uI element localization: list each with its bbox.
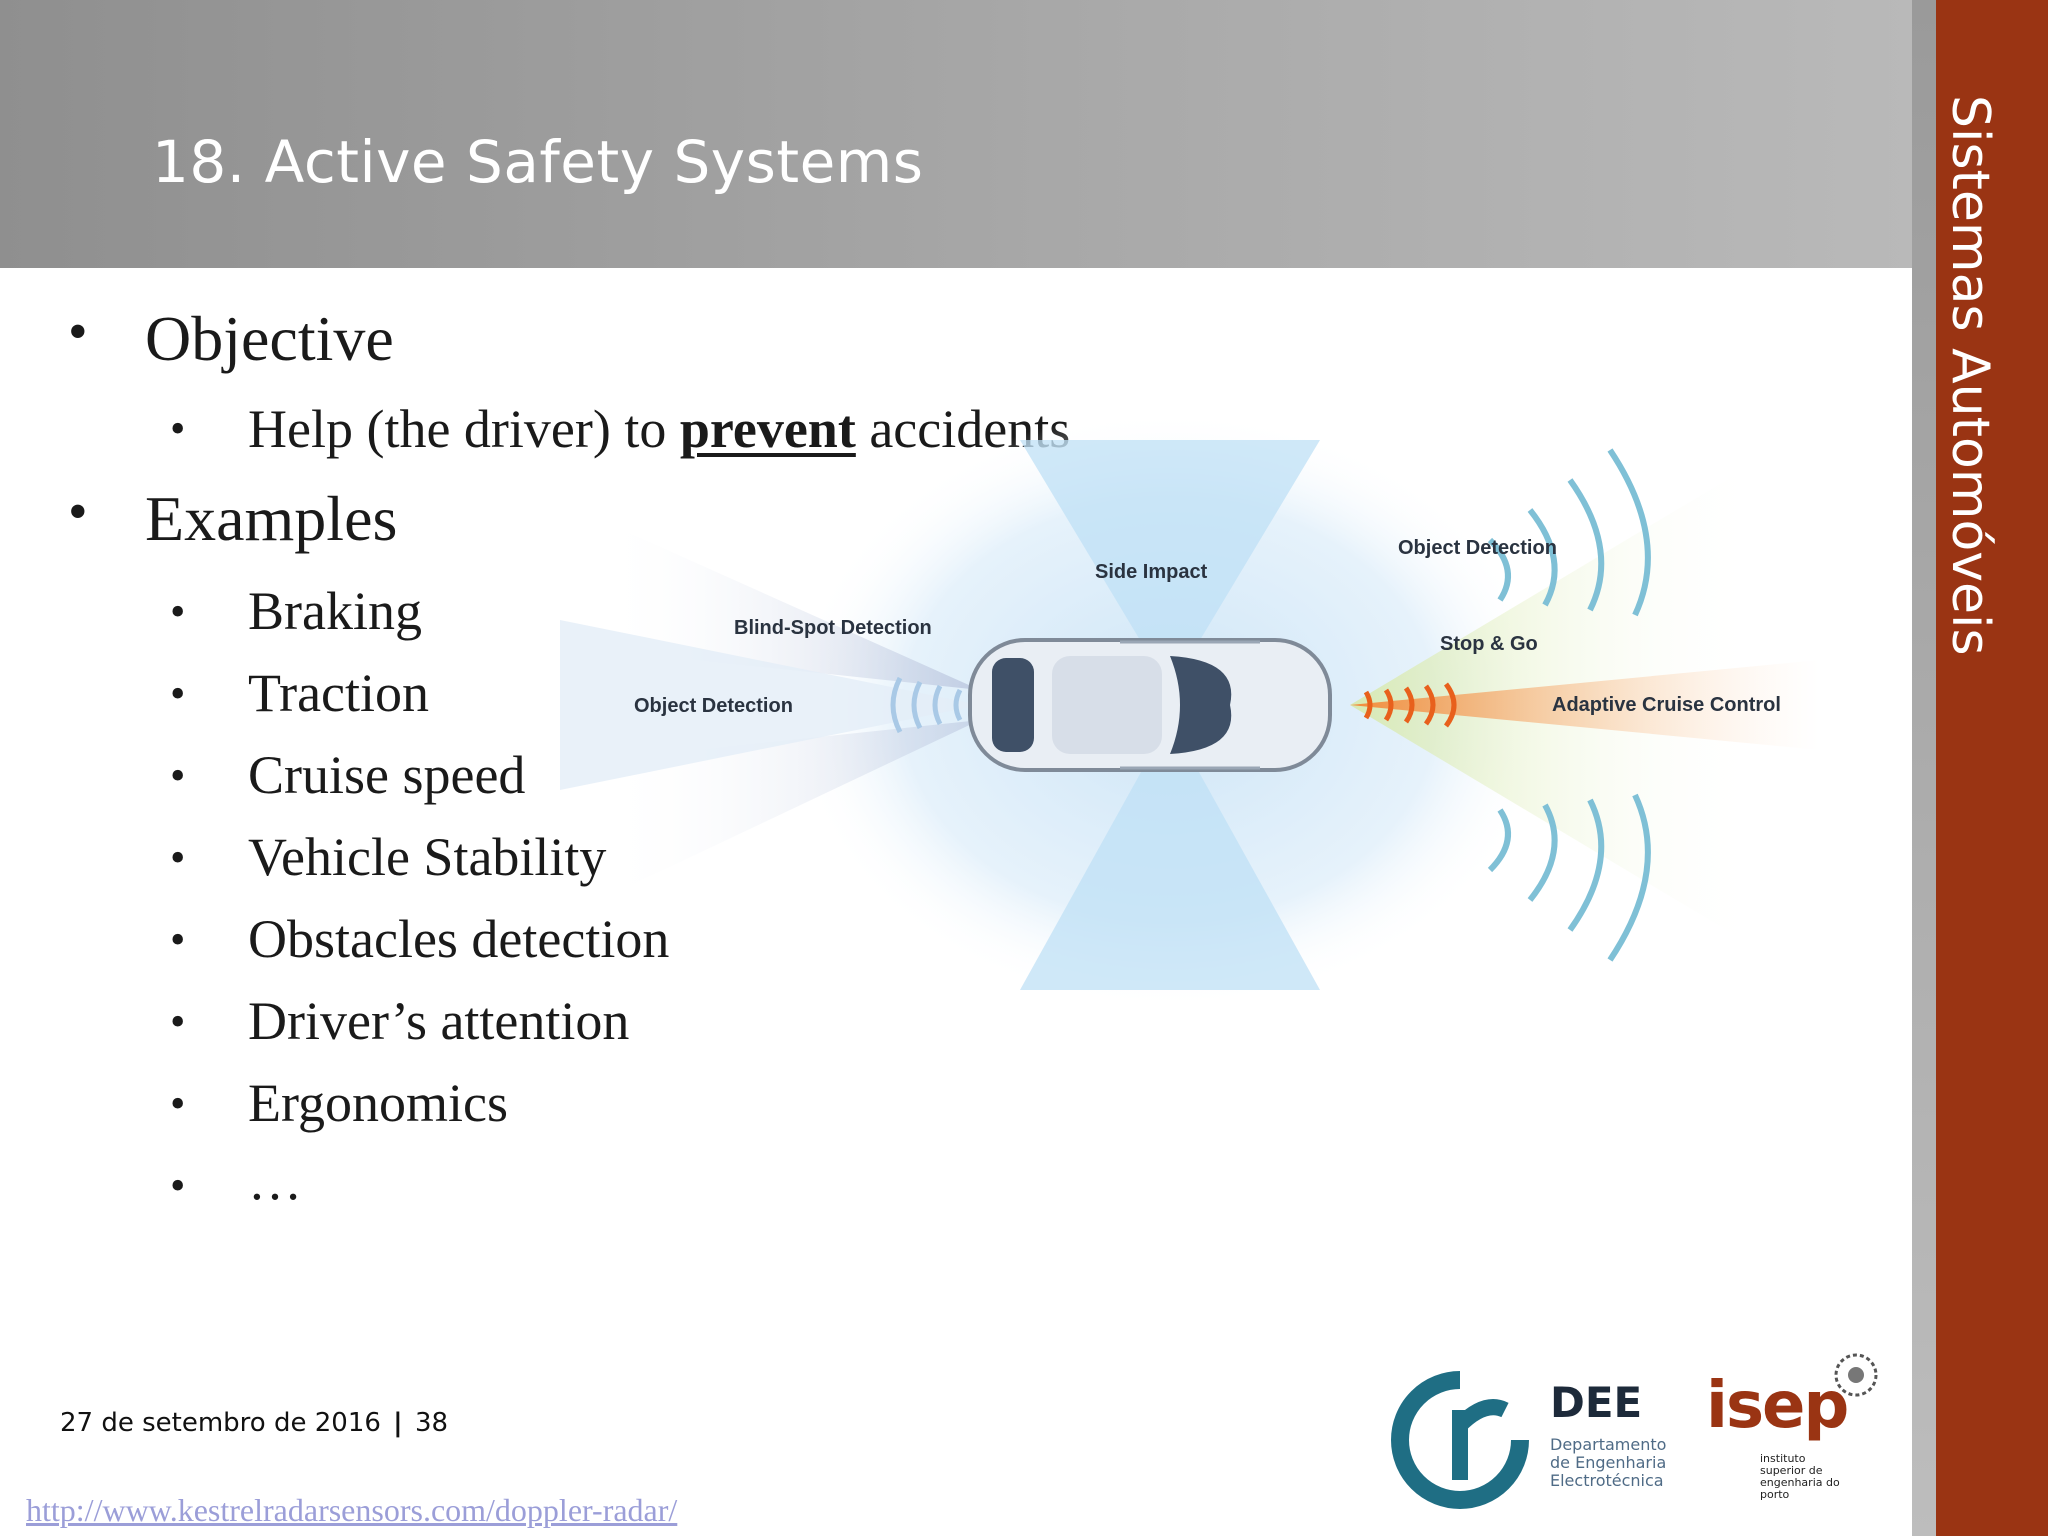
front-radar-wave [1567, 798, 1605, 932]
bullet-objective-detail: Help (the driver) to prevent accidents [248, 398, 1070, 460]
bullet-glyph: • [68, 301, 88, 363]
sensor-coverage-diagram: Side Impact Blind-Spot Detection Object … [560, 420, 1820, 1010]
acc-wave [1403, 686, 1415, 724]
example-item: … [248, 1151, 302, 1211]
rear-wave [932, 684, 943, 726]
rear-wave [911, 680, 923, 730]
isep-logo-subtitle: instituto superior de engenharia do port… [1760, 1453, 1850, 1501]
car-top-view [968, 638, 1332, 772]
label-blind-spot: Blind-Spot Detection [734, 617, 932, 639]
example-item: Traction [248, 663, 430, 723]
acc-wave [1423, 684, 1436, 726]
vertical-course-title: Sistemas Automóveis [1940, 95, 2000, 656]
front-radar-wave [1527, 803, 1558, 902]
rear-wave [890, 676, 903, 734]
bullet-glyph: • [170, 915, 186, 964]
bullet-glyph: • [170, 1079, 186, 1128]
side-divider [1912, 0, 1936, 1536]
front-radar-wave [1607, 448, 1651, 617]
bullet-glyph: • [170, 404, 186, 453]
isep-logo-name: isep [1706, 1369, 1849, 1443]
slide-title: 18. Active Safety Systems [152, 128, 924, 196]
rear-wave [953, 688, 963, 722]
page-number: 38 [414, 1408, 449, 1438]
isep-emblem-icon [1834, 1353, 1878, 1397]
isep-subtitle-line: porto [1760, 1488, 1790, 1501]
example-item: Cruise speed [248, 745, 526, 805]
objective-emphasis: prevent [679, 399, 856, 459]
blind-spot-zone-bottom [600, 720, 980, 900]
example-item: Braking [248, 581, 422, 641]
label-front-object-detection: Object Detection [1398, 537, 1557, 559]
slide-header: 18. Active Safety Systems [0, 0, 1912, 268]
acc-zone [1350, 660, 1820, 750]
example-item: Ergonomics [248, 1073, 508, 1133]
rear-detection-zone [560, 620, 980, 790]
front-radar-wave [1567, 478, 1605, 612]
dee-logo-name: DEE [1550, 1378, 1643, 1427]
front-radar-wave [1487, 808, 1511, 873]
bullet-glyph: • [170, 833, 186, 882]
dee-subtitle-line: Electrotécnica [1550, 1471, 1664, 1490]
bullet-glyph: • [170, 997, 186, 1046]
front-radar-wave [1607, 793, 1651, 962]
front-radar-wave [1487, 537, 1511, 602]
bullet-glyph: • [170, 669, 186, 718]
dee-subtitle-line: Departamento [1550, 1435, 1667, 1454]
example-item: Driver’s attention [248, 991, 630, 1051]
label-stop-go: Stop & Go [1440, 633, 1538, 655]
dee-logo-subtitle: Departamento de Engenharia Electrotécnic… [1550, 1436, 1690, 1490]
side-impact-bottom-zone [1020, 720, 1320, 990]
bullet-glyph: • [170, 751, 186, 800]
dee-logo: DEE Departamento de Engenharia Electroté… [1390, 1370, 1690, 1510]
example-item: Vehicle Stability [248, 827, 607, 887]
footer-separator: | [393, 1408, 403, 1438]
acc-wave [1383, 688, 1394, 722]
dee-subtitle-line: de Engenharia [1550, 1453, 1667, 1472]
footer-date-page: 27 de setembro de 2016 | 38 [60, 1408, 448, 1438]
bullet-glyph: • [170, 1161, 186, 1210]
front-radar-wave [1527, 508, 1558, 607]
bullet-objective: Objective [145, 303, 394, 374]
isep-logo: isep instituto superior de engenharia do… [1700, 1345, 1890, 1515]
label-adaptive-cruise-control: Adaptive Cruise Control [1552, 694, 1781, 716]
example-item: Obstacles detection [248, 909, 670, 969]
label-side-impact: Side Impact [1095, 561, 1208, 583]
source-link[interactable]: http://www.kestrelradarsensors.com/doppl… [26, 1492, 678, 1528]
dee-logo-mark-icon [1391, 1371, 1529, 1509]
acc-wave [1443, 682, 1457, 728]
bullet-glyph: • [68, 481, 88, 543]
bullet-glyph: • [170, 587, 186, 636]
isep-subtitle-line: superior de [1760, 1464, 1823, 1477]
bullet-examples: Examples [145, 483, 398, 554]
objective-prefix: Help (the driver) to [248, 399, 680, 459]
side-band [1936, 0, 2048, 1536]
isep-subtitle-line: instituto [1760, 1452, 1806, 1465]
isep-subtitle-line: engenharia do [1760, 1476, 1840, 1489]
footer-date: 27 de setembro de 2016 [60, 1408, 381, 1438]
side-impact-top-zone [1020, 440, 1320, 690]
label-rear-object-detection: Object Detection [634, 695, 793, 717]
acc-wave [1363, 690, 1373, 720]
